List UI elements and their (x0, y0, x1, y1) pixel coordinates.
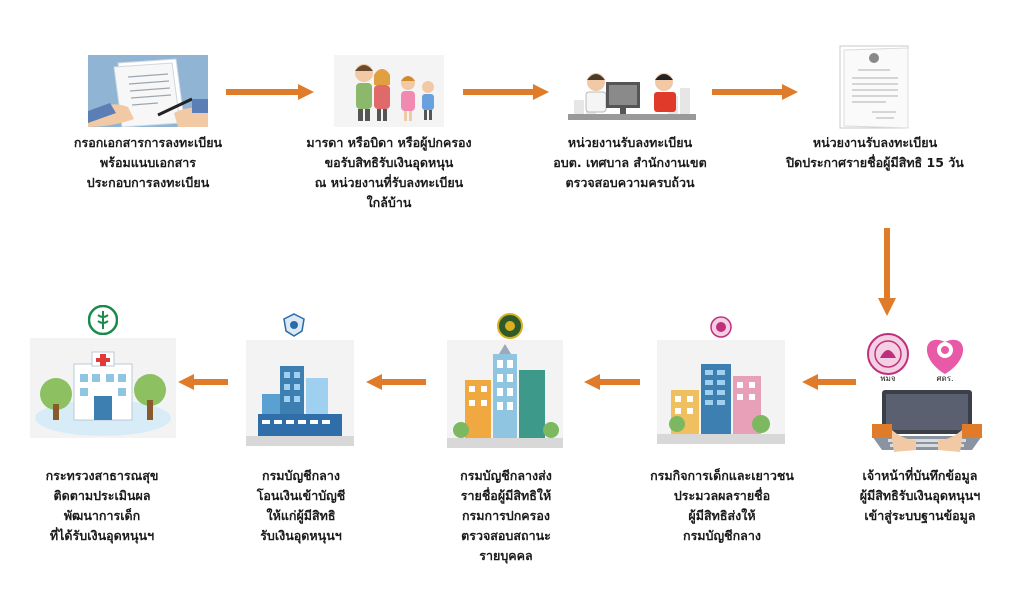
office-complex-icon (246, 340, 354, 446)
child-care-logo-label: ศดร. (936, 374, 954, 383)
arrow-left-icon (584, 374, 640, 390)
cgd-seal-icon (283, 313, 305, 337)
laptop-typing-icon (872, 390, 982, 452)
step-3-line-1: หน่วยงานรับลงทะเบียน (567, 135, 693, 150)
child-care-logo-icon (926, 339, 964, 374)
arrow-down-icon (878, 228, 896, 316)
step-1-line-2: พร้อมแนบเอกสาร (100, 155, 196, 170)
step-4-line-1: หน่วยงานรับลงทะเบียน (812, 135, 938, 150)
document-signing-icon (88, 55, 208, 127)
arrow-left-icon (366, 374, 426, 390)
cgd-emblem-icon (497, 313, 523, 339)
step-9-line-4: ที่ได้รับเงินอุดหนุนฯ (49, 528, 155, 543)
step-3-line-2: อบต. เทศบาล สำนักงานเขต (553, 155, 707, 170)
arrow-left-icon (802, 374, 856, 390)
step-1-line-3: ประกอบการลงทะเบียน (86, 175, 210, 190)
arrow-right-icon (226, 84, 314, 100)
step-3-line-3: ตรวจสอบความครบถ้วน (565, 175, 695, 190)
step-7-line-3: กรมการปกครอง (461, 508, 550, 523)
step-5-line-2: ผู้มีสิทธิรับเงินอุดหนุนฯ (859, 488, 981, 503)
moph-emblem-icon (88, 305, 118, 335)
arrow-left-icon (178, 374, 228, 390)
announcement-document-icon (839, 45, 909, 129)
step-9-line-2: ติดตามประเมินผล (53, 488, 151, 503)
step-6-line-2: ประมวลผลรายชื่อ (673, 488, 771, 503)
step-8-line-3: ให้แก่ผู้มีสิทธิ (266, 508, 336, 523)
step-8-line-1: กรมบัญชีกลาง (262, 468, 340, 483)
step-6-line-4: กรมบัญชีกลาง (683, 528, 761, 543)
arrow-right-icon (712, 84, 798, 100)
family-icon (334, 55, 444, 127)
step-2-line-2: ขอรับสิทธิรับเงินอุดหนุน (324, 155, 454, 170)
step-8-line-2: โอนเงินเข้าบัญชี (256, 488, 346, 503)
step-7-line-4: ตรวจสอบสถานะ (461, 528, 551, 543)
step-9-line-3: พัฒนาการเด็ก (63, 508, 141, 523)
step-2-line-3: ณ หน่วยงานที่รับลงทะเบียน (314, 175, 464, 190)
step-2-line-4: ใกล้บ้าน (366, 195, 412, 210)
step-1-line-1: กรอกเอกสารการลงทะเบียน (73, 135, 223, 150)
step-2-line-1: มารดา หรือบิดา หรือผู้ปกครอง (306, 135, 472, 150)
step-5-line-1: เจ้าหน้าที่บันทึกข้อมูล (862, 468, 978, 483)
hospital-icon (30, 338, 176, 438)
arrow-right-icon (463, 84, 549, 100)
step-9-line-1: กระทรวงสาธารณสุข (45, 468, 159, 483)
office-staff-icon (568, 60, 696, 126)
step-7-line-5: รายบุคคล (479, 548, 533, 563)
step-4-line-2: ปิดประกาศรายชื่อผู้มีสิทธิ 15 วัน (786, 155, 964, 170)
step-6-line-1: กรมกิจการเด็กและเยาวชน (650, 468, 794, 483)
government-building-icon (657, 340, 785, 444)
dcy-emblem-icon (710, 316, 732, 338)
step-7-line-1: กรมบัญชีกลางส่ง (460, 468, 552, 483)
step-7-line-2: รายชื่อผู้มีสิทธิให้ (460, 488, 552, 503)
pmj-emblem-label: พมจ (880, 374, 896, 383)
step-6-line-3: ผู้มีสิทธิส่งให้ (688, 508, 756, 523)
step-8-line-4: รับเงินอุดหนุนฯ (260, 528, 342, 543)
step-5-line-3: เข้าสู่ระบบฐานข้อมูล (864, 508, 976, 523)
pmj-emblem-icon (867, 333, 909, 375)
tower-building-icon (447, 340, 563, 448)
